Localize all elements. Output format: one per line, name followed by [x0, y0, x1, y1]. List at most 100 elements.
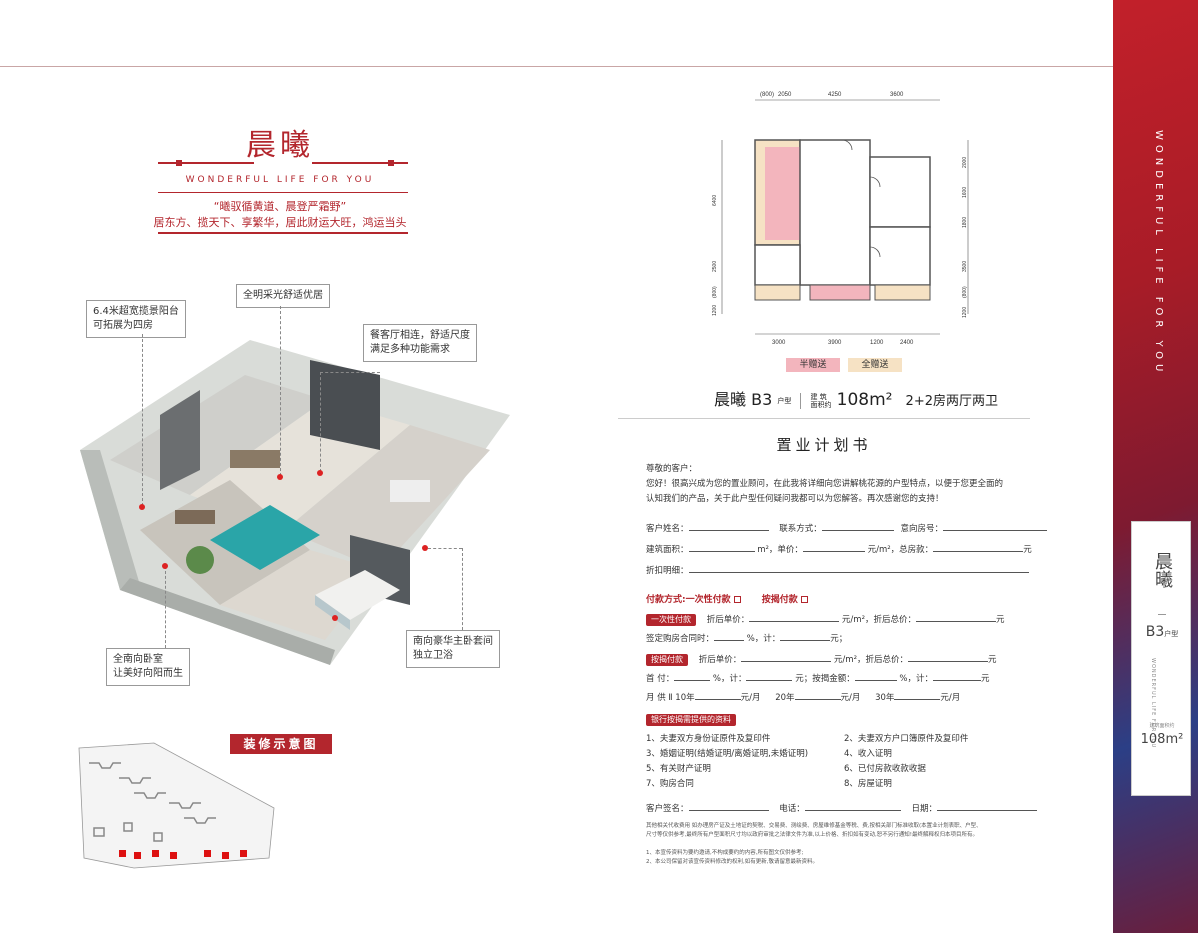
callout-text: 全南向卧室: [113, 654, 163, 665]
discount-field[interactable]: [688, 564, 1029, 573]
doc-item: 7、购房合同: [646, 779, 694, 789]
doc-item: 8、房屋证明: [844, 779, 892, 789]
label: 元: [980, 674, 990, 684]
leader-line: [428, 548, 462, 549]
after-unit-field[interactable]: [749, 613, 840, 622]
doc-item: 1、夫妻双方身份证原件及复印件: [646, 734, 771, 744]
dim-top: (800): [760, 92, 774, 98]
signature-field[interactable]: [688, 802, 769, 811]
after-unit-field[interactable]: [741, 653, 832, 662]
label: 元/月: [940, 693, 961, 703]
brand-dot: [176, 160, 182, 166]
card-unit-code: B3: [1145, 624, 1165, 640]
leader-line: [142, 334, 143, 506]
tag-mortgage: 按揭付款: [646, 654, 688, 666]
marker-dot: [162, 563, 168, 569]
label: m²，单价：: [757, 545, 803, 555]
label: 客户签名：: [646, 804, 689, 814]
card-rule: [1158, 614, 1166, 615]
strip-vertical-text: WONDERFUL LIFE FOR YOU: [1153, 130, 1164, 377]
fine-print-2: 尺寸等仅供参考,最终所有户型面积尺寸均以政府审批之法律文件为准,以上价格、折扣如…: [646, 832, 978, 838]
row-contract: 签定购房合同时： %，计：元；: [646, 632, 847, 644]
label: 元；按揭金额：: [795, 674, 855, 684]
phone-field[interactable]: [804, 802, 901, 811]
dim-left: 1200: [712, 305, 718, 316]
dim-left: (800): [712, 286, 718, 298]
unit-name: 晨曦 B3: [714, 390, 773, 409]
label: 联系方式：: [779, 524, 822, 534]
area-label-2: 面积约: [810, 400, 832, 409]
date-field[interactable]: [936, 802, 1037, 811]
brand-title: 晨曦: [246, 128, 314, 163]
card-unit-label: 户型: [1164, 630, 1179, 638]
fine-print-1: 其他相关代收费用 如办理房产证及土地证的契税、交易费、测绘费、房屋维修基金等税、…: [646, 823, 982, 829]
label: 元/月: [840, 693, 861, 703]
row-monthly: 月 供 Ⅱ 10年元/月 20年元/月 30年元/月: [646, 691, 960, 703]
label: 电话：: [779, 804, 805, 814]
slogan-line-2: 居东方、揽天下、享繁华，居此财运大旺，鸿运当头: [153, 216, 407, 229]
callout-master-bedroom: 南向豪华主卧套间 独立卫浴: [406, 630, 500, 668]
dim-right: 1800: [962, 217, 968, 228]
row-docs-tag: 银行按揭需提供的资料: [646, 714, 736, 726]
doc-item: 5、有关财产证明: [646, 764, 711, 774]
site-plan: [78, 742, 275, 869]
dim-bottom: 3900: [828, 340, 842, 346]
loan-amount-field[interactable]: [932, 672, 981, 681]
amount-field[interactable]: [780, 632, 831, 641]
dim-top: 2050: [778, 92, 792, 98]
separator: [800, 392, 802, 409]
row-customer: 客户姓名： 联系方式： 意向房号：: [646, 522, 1047, 534]
pay-full-checkbox[interactable]: [733, 596, 741, 603]
monthly-10-field[interactable]: [694, 691, 741, 700]
pct-field[interactable]: [714, 632, 745, 641]
leader-line: [320, 372, 380, 373]
pay-mortgage-checkbox[interactable]: [800, 596, 808, 603]
dim-left: 2500: [712, 261, 718, 272]
doc-item: 6、已付房款收款收据: [844, 764, 926, 774]
monthly-30-field[interactable]: [894, 691, 941, 700]
row-down-payment: 首 付： %，计： 元；按揭金额： %，计：元: [646, 672, 990, 684]
row-area: 建筑面积： m²，单价： 元/m²，总房款：元: [646, 543, 1032, 555]
after-total-field[interactable]: [907, 653, 988, 662]
leader-line: [280, 306, 281, 476]
slogan-line-1: “曦驭循黄道、晨登严霜野”: [213, 200, 347, 213]
room-field[interactable]: [942, 522, 1047, 531]
thin-divider: [158, 192, 408, 193]
callout-text: 独立卫浴: [413, 650, 453, 661]
intro-line-2: 认知我们的产品，关于此户型任何疑问我都可以为您解答。再次感谢您的支持！: [646, 494, 944, 504]
total-field[interactable]: [933, 543, 1024, 552]
after-total-field[interactable]: [915, 613, 996, 622]
unit-price-field[interactable]: [802, 543, 865, 552]
dim-top: 4250: [828, 92, 842, 98]
row-signature: 客户签名： 电话： 日期：: [646, 802, 1037, 814]
callout-text: 6.4米超宽揽景阳台: [93, 306, 179, 317]
card-area: 108m²: [1140, 732, 1184, 747]
pay-method: 付款方式:一次性付款 按揭付款: [646, 592, 808, 605]
legend-half-gift: 半赠送: [786, 358, 840, 372]
contact-field[interactable]: [821, 522, 894, 531]
area-field[interactable]: [688, 543, 755, 552]
unit-layout: 2+2房两厅两卫: [905, 394, 998, 409]
label: 元；: [830, 634, 848, 644]
callout-text: 满足多种功能需求: [370, 344, 450, 355]
dim-top: 3600: [890, 92, 904, 98]
marker-dot: [277, 474, 283, 480]
label: 日期：: [911, 804, 937, 814]
callout-balcony: 6.4米超宽揽景阳台 可拓展为四房: [86, 300, 186, 338]
loan-pct-field[interactable]: [854, 672, 897, 681]
monthly-20-field[interactable]: [794, 691, 841, 700]
down-amount-field[interactable]: [746, 672, 793, 681]
down-pct-field[interactable]: [674, 672, 711, 681]
unit-type-label: 户型: [777, 396, 792, 405]
label: 折后单价：: [706, 615, 750, 625]
pay-mortgage-label: 按揭付款: [761, 595, 798, 605]
doc-item: 4、收入证明: [844, 749, 892, 759]
decoration-label: 装修示意图: [230, 734, 332, 754]
brand-rule-right: [312, 162, 408, 164]
callout-light: 全明采光舒适优居: [236, 284, 330, 308]
row-discount: 折扣明细：: [646, 564, 1029, 576]
marker-dot: [332, 615, 338, 621]
label: 元: [987, 655, 997, 665]
intro-line-1: 您好！很高兴成为您的置业顾问，在此我将详细向您讲解桃花源的户型特点，以便于您更全…: [646, 479, 1004, 489]
customer-name-field[interactable]: [688, 522, 769, 531]
